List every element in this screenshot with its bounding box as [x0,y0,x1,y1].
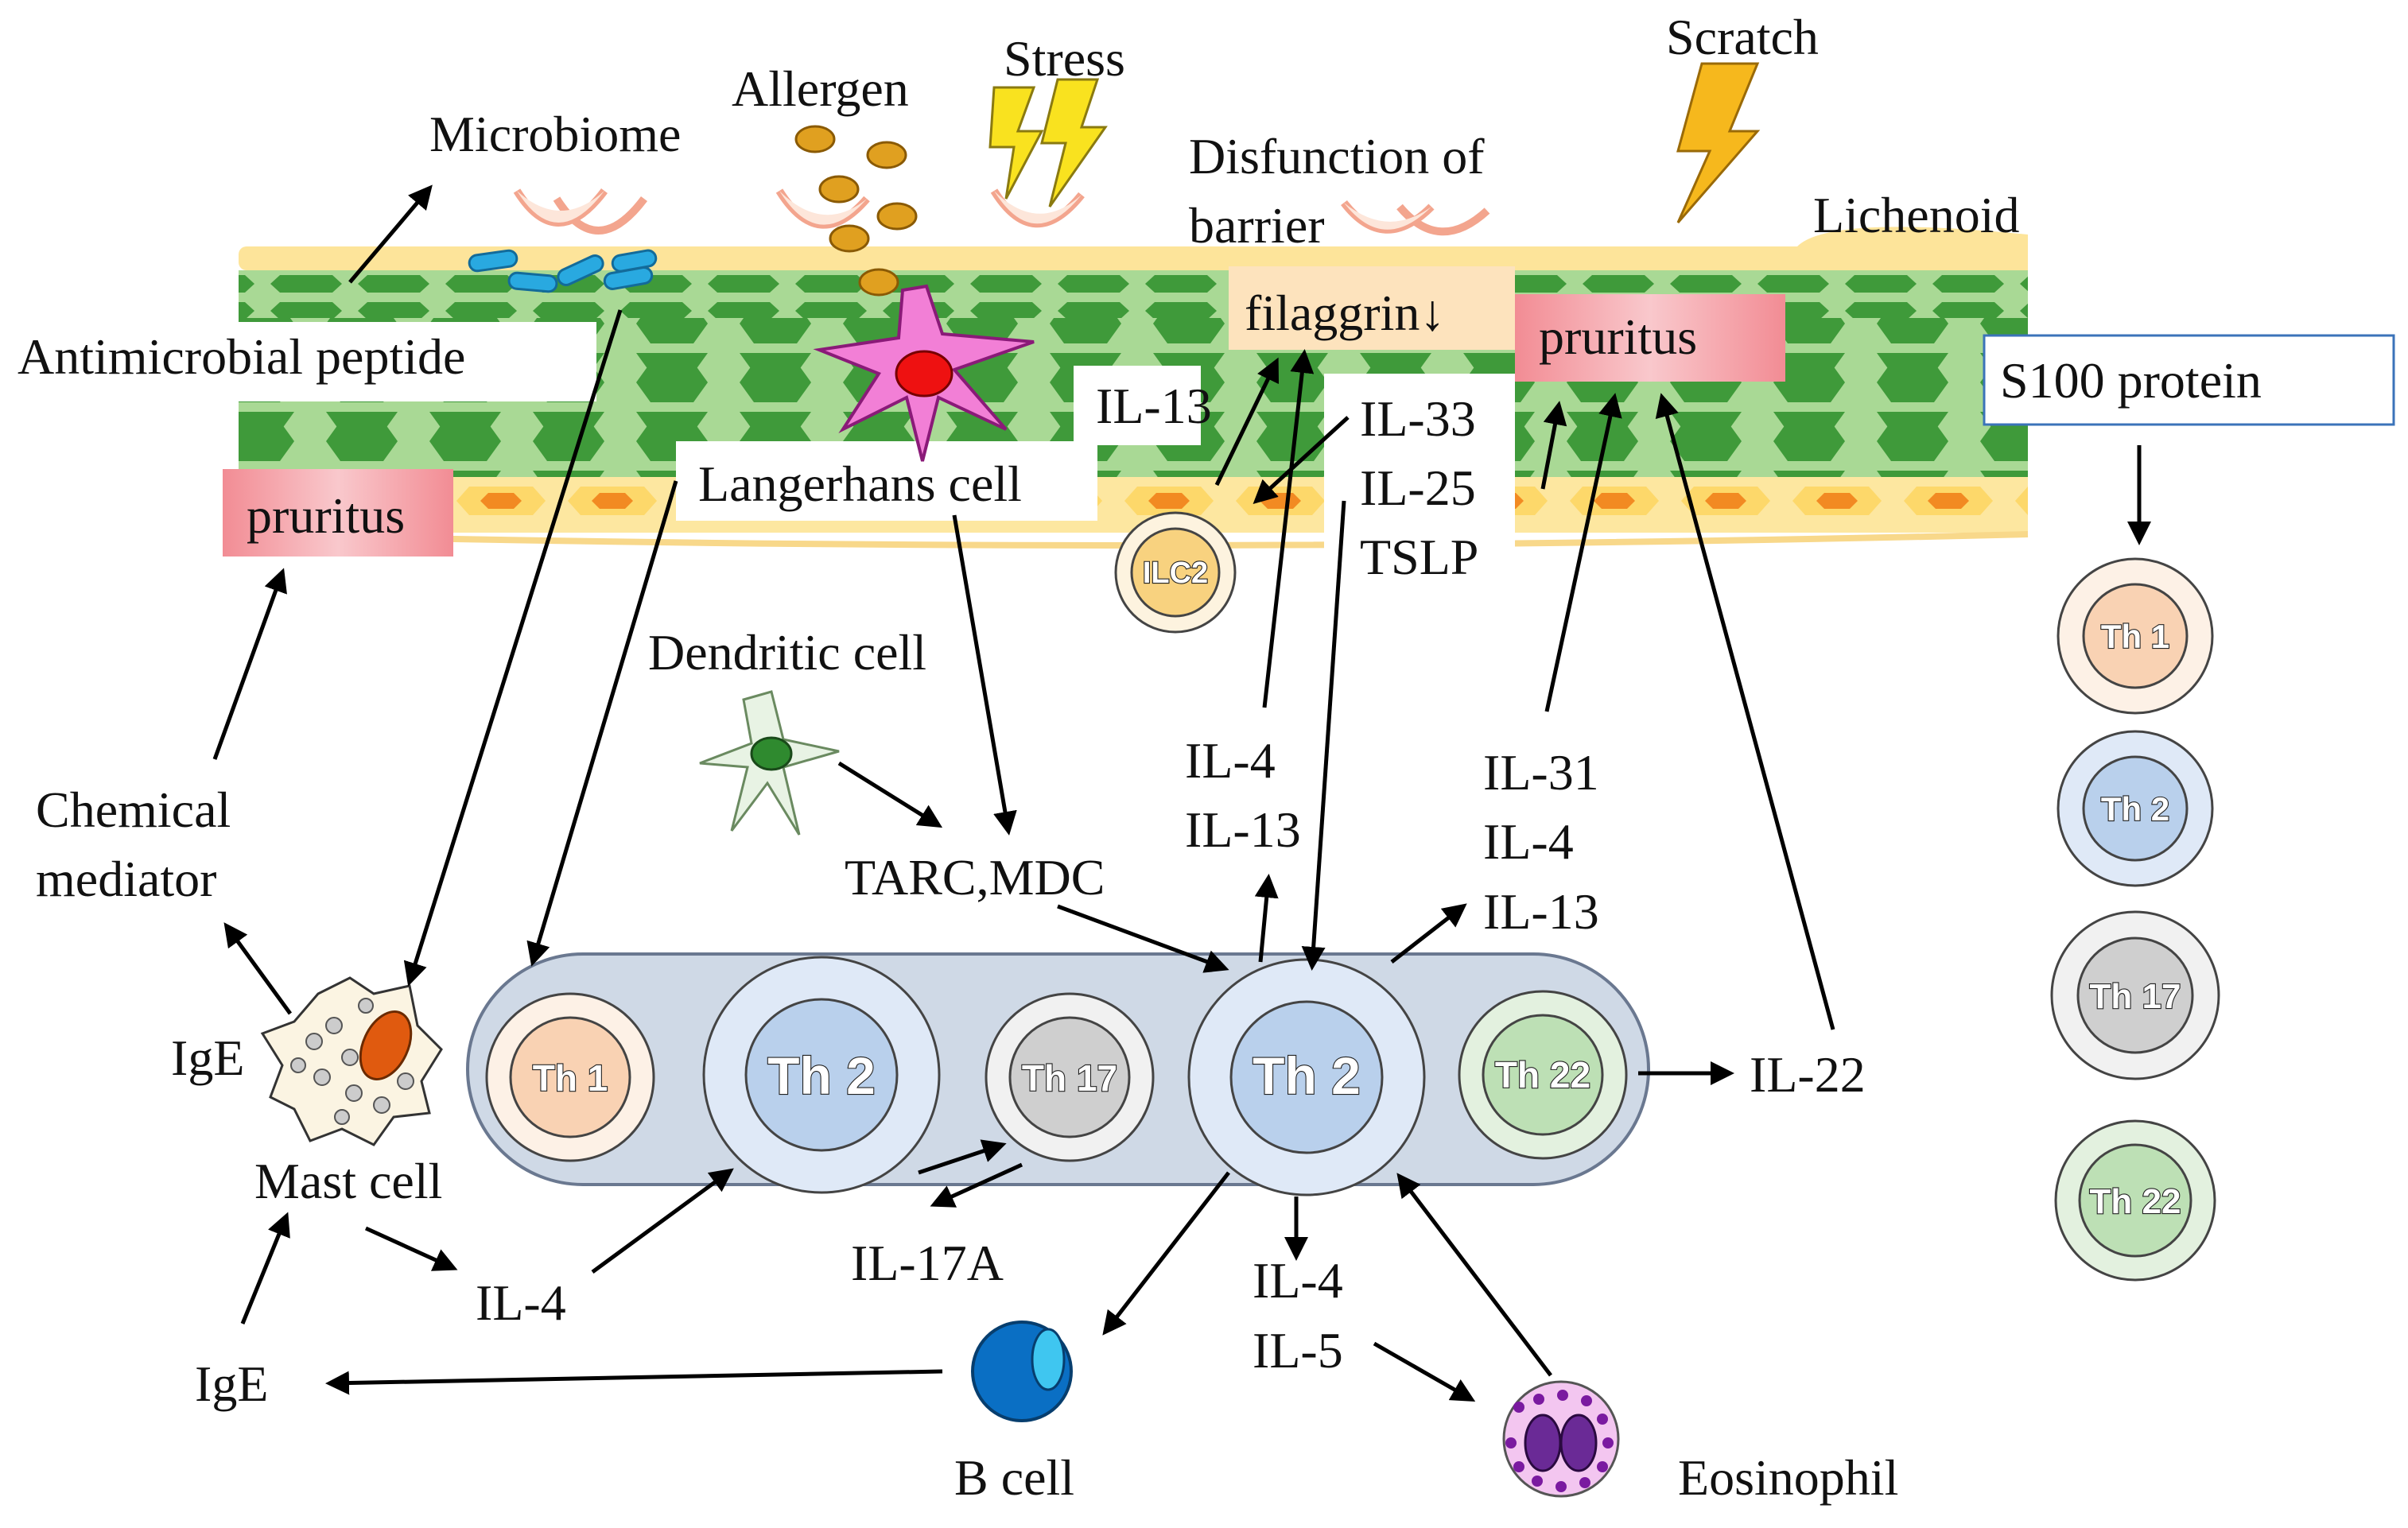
stratum-corneum [239,246,2028,270]
microbiome-label: Microbiome [429,106,681,162]
th1-cell-icon [485,992,655,1162]
legend-th1-icon [2057,557,2214,715]
antimicrobial-peptide-label: Antimicrobial peptide [17,328,465,385]
il13-label-right: IL-13 [1483,883,1599,940]
stress-label: Stress [1004,30,1125,87]
dendritic-cell-icon [699,690,840,836]
pruritus-label-right: pruritus [1539,308,1697,365]
dendritic-cell-label: Dendritic cell [648,624,926,681]
barrier-arcs [513,188,1490,236]
il31-label: IL-31 [1483,744,1599,801]
scratch-lightning-icon [1676,62,1761,223]
ige-label-lower: IgE [195,1355,268,1412]
th2-label-right: Th 2 [1253,1046,1361,1105]
lichenoid-label: Lichenoid [1813,187,2019,243]
langerhans-cell-icon [813,284,1035,462]
pruritus-label-left: pruritus [247,487,405,544]
barrier-arc-fill [517,191,1431,230]
il4-label-mid: IL-4 [1185,732,1276,789]
barrier-label-line1: Disfunction of [1189,128,1485,184]
pruritus-box-right [1515,294,1785,382]
bacteria-icon [468,249,658,293]
b-cell-icon [971,1321,1073,1422]
th22-label: Th 22 [1495,1054,1590,1096]
legend-th22-icon [2054,1119,2216,1282]
il4-label-lower-left: IL-4 [476,1274,566,1331]
legend-th17-label: Th 17 [2090,977,2181,1016]
th2-label-left: Th 2 [767,1046,876,1105]
eosinophil-label: Eosinophil [1678,1449,1898,1506]
antimicrobial-bg [8,322,596,401]
pruritus-box-left [223,469,453,557]
barrier-label-line2: barrier [1189,197,1325,254]
scratch-label: Scratch [1666,9,1819,65]
il33-bg [1324,374,1515,596]
langerhans-bg [676,441,1097,521]
mast-cell-icon [260,976,443,1146]
il5-label: IL-5 [1253,1322,1343,1379]
legend-th2-label: Th 2 [2101,790,2169,828]
filaggrin-box [1229,266,1515,350]
ige-label-upper: IgE [171,1030,244,1086]
il4-label-right: IL-4 [1483,813,1574,870]
b-cell-label: B cell [954,1449,1074,1506]
th22-cell-icon [1458,990,1628,1160]
legend-th2-icon [2057,730,2214,887]
chemical-mediator-label-line2: mediator [36,851,216,907]
tarc-mdc-label: TARC,MDC [845,849,1105,906]
il22-label: IL-22 [1750,1046,1866,1103]
legend-th17-icon [2050,910,2220,1080]
stress-lightning-icon [988,78,1108,207]
il17a-label: IL-17A [851,1235,1004,1291]
langerhans-cell-label: Langerhans cell [698,456,1022,512]
il13-bg [1074,366,1201,445]
th2-cell-icon-right [1187,958,1426,1196]
th1-label: Th 1 [533,1057,608,1099]
th17-cell-icon [985,992,1155,1162]
s100-box [1983,334,2395,426]
allergen-label: Allergen [732,60,909,117]
legend-th22-label: Th 22 [2090,1182,2181,1221]
ilc2-cell-icon [1114,511,1237,634]
il33-label: IL-33 [1360,390,1476,447]
basal-layer [239,477,2028,533]
il25-label: IL-25 [1360,460,1476,516]
filaggrin-label: filaggrin↓ [1245,285,1445,341]
allergen-icon [794,125,918,297]
mast-cell-label: Mast cell [254,1153,442,1209]
tslp-label: TSLP [1360,529,1478,585]
th17-label: Th 17 [1022,1057,1117,1099]
chemical-mediator-label-line1: Chemical [36,781,231,838]
eosinophil-icon [1502,1380,1620,1498]
lichenoid-thickening [1797,227,2028,270]
ilc2-label: ILC2 [1143,557,1208,590]
il13-label-mid: IL-13 [1185,801,1301,858]
s100-protein-label: S100 protein [2000,352,2262,409]
th2-cell-icon-left [702,956,941,1194]
legend-th1-label: Th 1 [2101,618,2169,655]
il13-label-top: IL-13 [1096,378,1212,434]
arrows [212,184,2151,1402]
il4-label-lower: IL-4 [1253,1252,1343,1309]
